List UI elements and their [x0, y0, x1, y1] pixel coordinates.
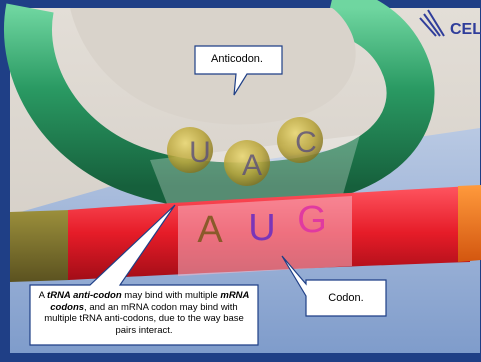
anticodon-letter: U	[189, 136, 211, 169]
anticodon-label: Anticodon.	[199, 53, 275, 66]
caption-part: A	[39, 290, 47, 301]
caption-term-anticodon: tRNA anti-codon	[47, 290, 122, 301]
anticodon-letter: A	[242, 149, 262, 182]
codon-letter: G	[297, 199, 327, 241]
caption-part: may bind with multiple	[122, 290, 221, 301]
codon-label: Codon.	[312, 292, 380, 305]
codon-letter: U	[248, 207, 275, 249]
mrna-segment-right	[458, 185, 481, 262]
svg-text:CELL: CELL	[450, 21, 481, 38]
caption-text: A tRNA anti-codon may bind with multiple…	[35, 290, 253, 336]
mrna-segment-left	[10, 210, 70, 282]
codon-letter: A	[197, 209, 223, 251]
anticodon-letter: C	[295, 126, 317, 159]
